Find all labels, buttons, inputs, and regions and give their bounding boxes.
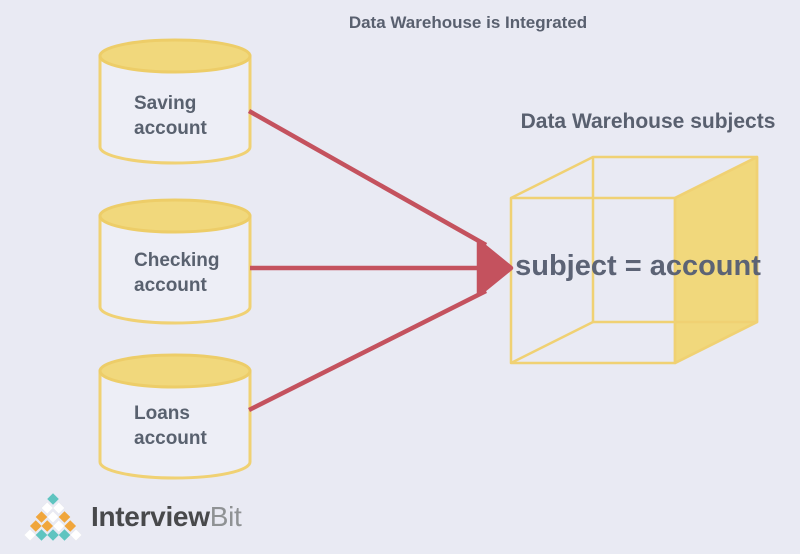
checking-account-line1: Checking bbox=[134, 250, 220, 271]
arrow-from-saving bbox=[247, 109, 488, 247]
interviewbit-logo-mark-icon bbox=[24, 493, 82, 542]
saving-account-label: Saving account bbox=[134, 91, 254, 141]
interviewbit-logo: InterviewBit bbox=[24, 490, 242, 544]
diagram-title: Data Warehouse is Integrated bbox=[348, 13, 588, 32]
database-cylinder-saving-icon bbox=[98, 38, 252, 165]
saving-account-line2: account bbox=[134, 118, 207, 139]
loans-account-line2: account bbox=[134, 428, 207, 449]
saving-account-line1: Saving bbox=[134, 93, 197, 114]
arrow-from-loans bbox=[247, 288, 488, 413]
cube-subject-label: subject = account bbox=[515, 250, 761, 282]
interviewbit-logo-text: InterviewBit bbox=[91, 501, 242, 533]
logo-text-bit: Bit bbox=[209, 501, 242, 532]
database-cylinder-loans-icon bbox=[98, 353, 252, 480]
integration-arrows bbox=[247, 109, 514, 413]
loans-account-label: Loans account bbox=[134, 401, 254, 451]
logo-text-interview: Interview bbox=[91, 501, 210, 532]
warehouse-subjects-heading: Data Warehouse subjects bbox=[520, 110, 776, 133]
checking-account-label: Checking account bbox=[134, 248, 254, 298]
database-cylinder-checking-icon bbox=[98, 198, 252, 325]
arrow-head bbox=[476, 239, 514, 297]
warehouse-cube-icon bbox=[509, 155, 759, 365]
checking-account-line2: account bbox=[134, 275, 207, 296]
loans-account-line1: Loans bbox=[134, 403, 190, 424]
